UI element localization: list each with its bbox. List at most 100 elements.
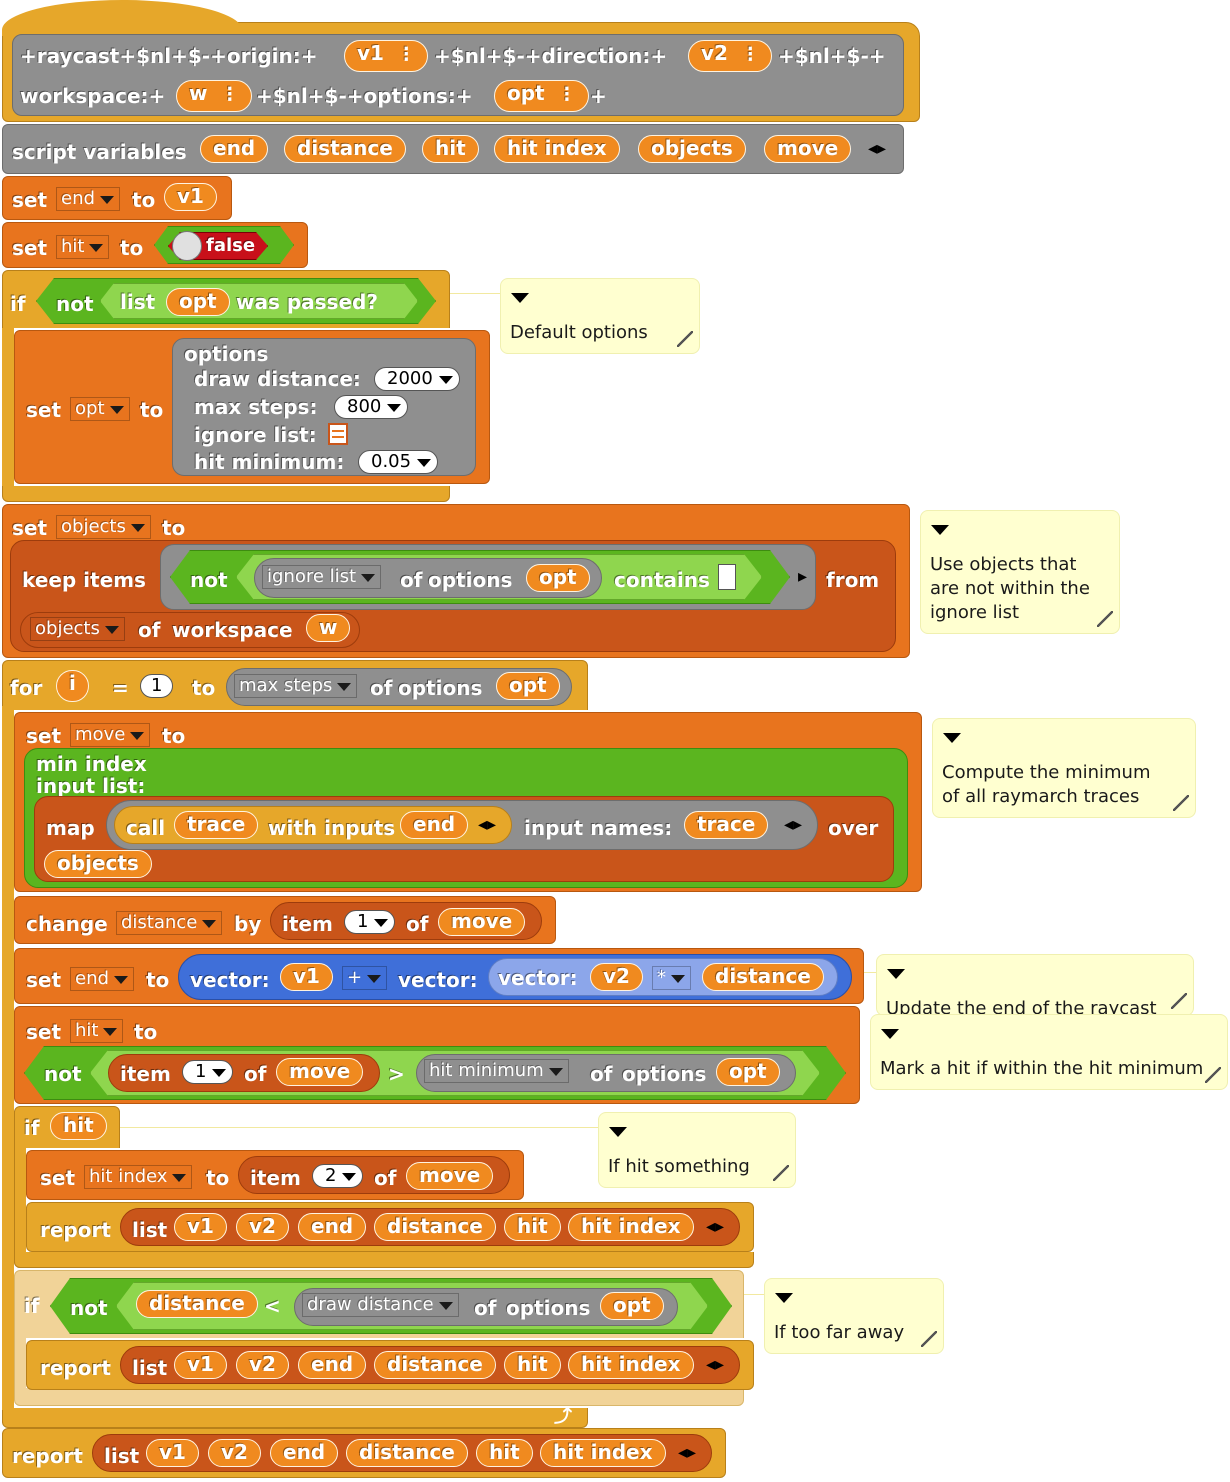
resize-grip-icon[interactable] [1171, 993, 1187, 1009]
list-item-hit[interactable]: hit [504, 1351, 561, 1379]
list-item-v2[interactable]: v2 [236, 1213, 289, 1241]
list-item-v2[interactable]: v2 [208, 1439, 261, 1467]
var-move[interactable]: move [438, 908, 526, 936]
var-dropdown-distance[interactable]: distance [116, 911, 223, 935]
arrows-icon[interactable]: ◂▸ [868, 138, 887, 159]
var-opt[interactable]: opt [600, 1292, 664, 1320]
collapse-triangle-icon[interactable] [775, 1293, 793, 1303]
attr-dropdown-hit-minimum[interactable]: hit minimum [424, 1059, 569, 1083]
resize-grip-icon[interactable] [1097, 611, 1113, 627]
list-item-v1[interactable]: v1 [174, 1213, 227, 1241]
opt-value-max-steps[interactable]: 800 [334, 395, 409, 419]
arrows-icon[interactable]: ◂▸ [784, 814, 803, 835]
svar-hit[interactable]: hit [422, 135, 479, 163]
var-opt[interactable]: opt [496, 672, 560, 700]
list-item-distance[interactable]: distance [346, 1439, 468, 1467]
opt-value-hit-minimum[interactable]: 0.05 [358, 450, 439, 474]
comment-ignore-list[interactable]: Use objects that are not within the igno… [920, 510, 1120, 634]
attr-dropdown-ignore-list[interactable]: ignore list [262, 565, 382, 589]
list-item-hit[interactable]: hit [504, 1213, 561, 1241]
var-hit[interactable]: hit [50, 1112, 107, 1140]
collapse-triangle-icon[interactable] [511, 293, 529, 303]
collapse-triangle-icon[interactable] [609, 1127, 627, 1137]
arrows-icon[interactable]: ◂▸ [478, 814, 497, 835]
var-dropdown-hit[interactable]: hit [56, 235, 110, 259]
contains-input-slot[interactable] [718, 564, 736, 590]
var-dropdown-move[interactable]: move [70, 723, 151, 747]
svar-move[interactable]: move [764, 135, 852, 163]
list-item-hit-index[interactable]: hit index [568, 1213, 694, 1241]
svar-objects[interactable]: objects [638, 135, 746, 163]
svar-end[interactable]: end [200, 135, 269, 163]
var-v1[interactable]: v1 [164, 183, 217, 211]
svar-distance[interactable]: distance [284, 135, 406, 163]
var-opt[interactable]: opt [716, 1058, 780, 1086]
list-item-distance[interactable]: distance [374, 1351, 496, 1379]
var-dropdown-hit[interactable]: hit [70, 1019, 124, 1043]
param-v2[interactable]: v2 ⋮ [688, 40, 773, 72]
item-index-input[interactable]: 2 [312, 1164, 364, 1188]
var-move[interactable]: move [406, 1162, 494, 1190]
arrows-icon[interactable]: ◂▸ [706, 1354, 725, 1375]
op-dropdown-times[interactable]: * [652, 966, 691, 990]
list-item-hit[interactable]: hit [476, 1439, 533, 1467]
collapse-triangle-icon[interactable] [943, 733, 961, 743]
item-index-input[interactable]: 1 [344, 910, 396, 934]
var-opt[interactable]: opt [166, 288, 230, 316]
resize-grip-icon[interactable] [1205, 1067, 1221, 1083]
var-end[interactable]: end [400, 811, 469, 839]
var-dropdown-opt[interactable]: opt [70, 397, 130, 421]
resize-grip-icon[interactable] [921, 1331, 937, 1347]
list-item-hit-index[interactable]: hit index [568, 1351, 694, 1379]
comment-hit-minimum[interactable]: Mark a hit if within the hit minimum [870, 1014, 1228, 1090]
list-item-v2[interactable]: v2 [236, 1351, 289, 1379]
var-v1[interactable]: v1 [280, 963, 333, 991]
attr-dropdown-max-steps[interactable]: max steps [234, 674, 358, 698]
collapse-triangle-icon[interactable] [887, 969, 905, 979]
list-item-end[interactable]: end [298, 1351, 367, 1379]
var-i[interactable]: i [56, 670, 89, 702]
var-w[interactable]: w [306, 614, 351, 642]
var-objects[interactable]: objects [44, 850, 152, 878]
var-dropdown-end[interactable]: end [56, 187, 120, 211]
var-dropdown-end[interactable]: end [70, 967, 134, 991]
list-icon[interactable] [328, 423, 348, 445]
var-v2[interactable]: v2 [590, 963, 643, 991]
var-move[interactable]: move [276, 1058, 364, 1086]
attr-dropdown-objects[interactable]: objects [30, 617, 125, 641]
list-item-end[interactable]: end [270, 1439, 339, 1467]
var-distance[interactable]: distance [136, 1290, 258, 1318]
comment-too-far[interactable]: If too far away [764, 1278, 944, 1354]
var-dropdown-objects[interactable]: objects [56, 515, 151, 539]
comment-hit-something[interactable]: If hit something [598, 1112, 796, 1188]
param-opt[interactable]: opt ⋮ [494, 80, 589, 112]
arrows-icon[interactable]: ◂▸ [706, 1216, 725, 1237]
resize-grip-icon[interactable] [1173, 795, 1189, 811]
var-dropdown-hit-index[interactable]: hit index [84, 1165, 193, 1189]
attr-dropdown-draw-distance[interactable]: draw distance [302, 1293, 459, 1317]
list-item-end[interactable]: end [298, 1213, 367, 1241]
resize-grip-icon[interactable] [677, 331, 693, 347]
svar-hit-index[interactable]: hit index [494, 135, 620, 163]
var-trace-param[interactable]: trace [684, 811, 769, 839]
collapse-triangle-icon[interactable] [931, 525, 949, 535]
var-trace[interactable]: trace [174, 811, 259, 839]
list-item-hit-index[interactable]: hit index [540, 1439, 666, 1467]
comment-min-traces[interactable]: Compute the minimum of all raymarch trac… [932, 718, 1196, 818]
list-item-v1[interactable]: v1 [146, 1439, 199, 1467]
comment-default-options[interactable]: Default options [500, 278, 700, 354]
arrow-right-icon[interactable]: ▸ [798, 566, 808, 587]
arrows-icon[interactable]: ◂▸ [678, 1442, 697, 1463]
param-v1[interactable]: v1 ⋮ [344, 40, 429, 72]
param-w[interactable]: w ⋮ [176, 80, 252, 112]
var-distance[interactable]: distance [702, 963, 824, 991]
op-dropdown-plus[interactable]: + [342, 966, 388, 990]
var-opt[interactable]: opt [526, 564, 590, 592]
collapse-triangle-icon[interactable] [881, 1029, 899, 1039]
comment-update-end[interactable]: Update the end of the raycast [876, 954, 1194, 1016]
item-index-input[interactable]: 1 [182, 1060, 234, 1084]
was-passed-predicate[interactable] [100, 283, 418, 319]
list-item-distance[interactable]: distance [374, 1213, 496, 1241]
resize-grip-icon[interactable] [773, 1165, 789, 1181]
list-item-v1[interactable]: v1 [174, 1351, 227, 1379]
